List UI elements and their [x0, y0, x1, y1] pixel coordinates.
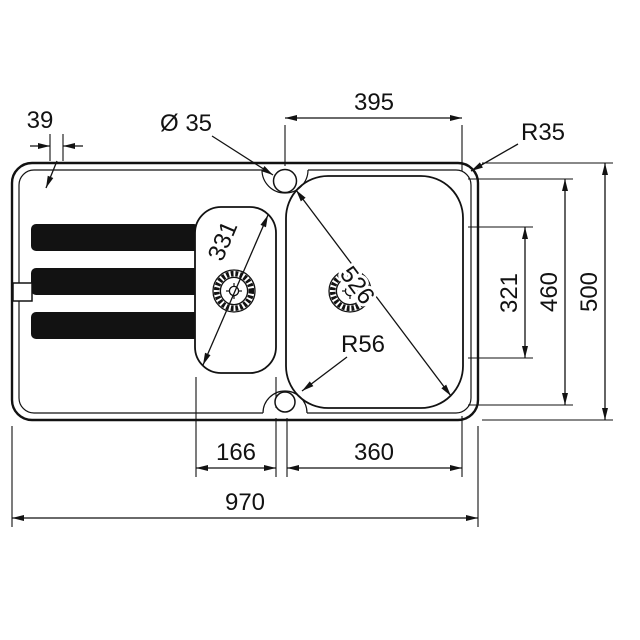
leader-line	[211, 135, 274, 176]
depth-321-label: 321	[496, 273, 523, 313]
drainer-groove-3	[31, 312, 199, 339]
leader-line	[301, 356, 348, 392]
overall-depth-label: 500	[576, 272, 603, 312]
bottom-hole-rim-bulge	[262, 390, 308, 414]
dim-39-label: 39	[27, 107, 54, 134]
bowl-corner-radius-label: R56	[341, 331, 385, 358]
dim-r35: R35	[470, 116, 568, 172]
bottom-hole-circle	[274, 391, 296, 413]
tap-hole-circle	[272, 168, 298, 194]
bottom-extension-lines	[195, 377, 463, 477]
dim-460: 460	[468, 178, 573, 406]
dimension-line	[295, 189, 452, 397]
bottom-hole-mask	[263, 408, 307, 418]
small-bowl-drain	[213, 270, 255, 312]
tap-hole-dia-label: Ø 35	[160, 110, 212, 137]
dim-tap-hole: Ø 35	[157, 107, 274, 176]
drainer-groove-1	[31, 224, 199, 251]
large-bowl-width-label: 360	[354, 439, 394, 466]
dim-r56: R56	[301, 328, 388, 392]
depth-460-label: 460	[536, 272, 563, 312]
dim-500: 500	[482, 162, 613, 421]
sink-outline	[10, 161, 480, 422]
dim-395: 395	[284, 86, 463, 171]
small-bowl-width-label: 166	[216, 439, 256, 466]
bowl-top-width-label: 395	[354, 89, 394, 116]
dimension-line	[202, 214, 269, 366]
dim-360: 360	[287, 436, 462, 471]
dim-321: 321	[468, 226, 533, 359]
leader-line	[470, 143, 519, 172]
dim-39: 39	[24, 104, 83, 189]
leader-line	[45, 160, 58, 189]
dim-970: 970	[11, 426, 479, 527]
drainer-groove-2	[31, 268, 199, 295]
dim-166: 166	[196, 436, 276, 471]
outer-corner-radius-label: R35	[521, 119, 565, 146]
tap-hole	[261, 165, 309, 194]
overflow-plate	[12, 282, 33, 302]
overall-width-label: 970	[225, 489, 265, 516]
bottom-hole	[262, 390, 308, 418]
sink-plan	[10, 161, 480, 422]
